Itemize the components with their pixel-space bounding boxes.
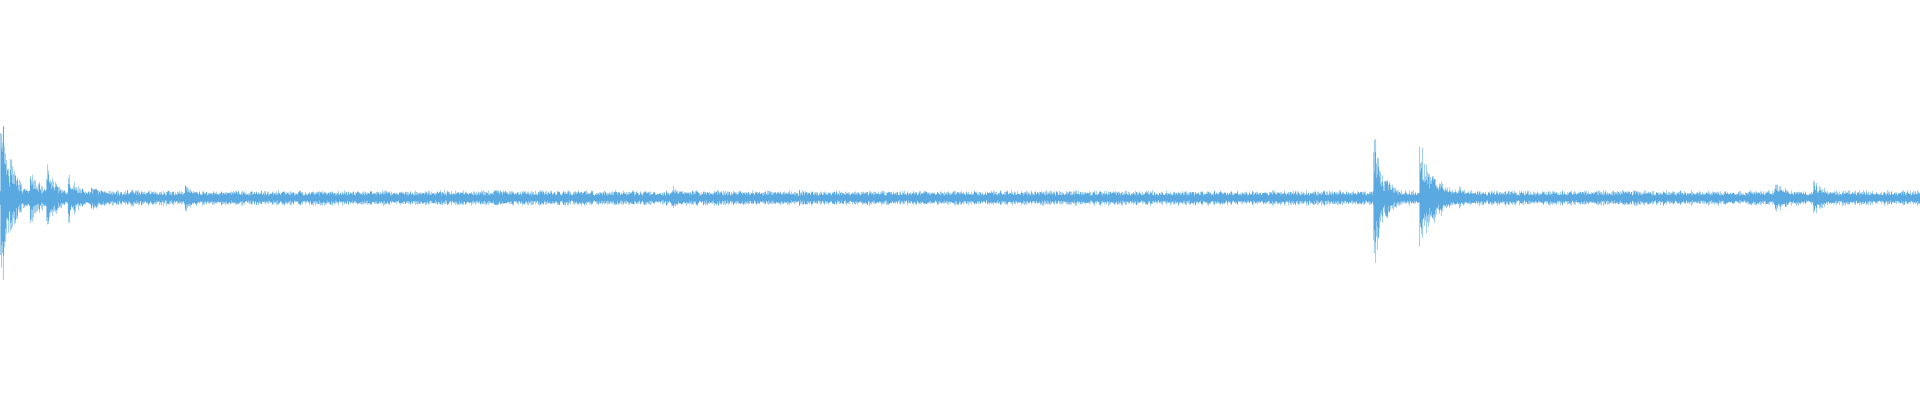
waveform-signal bbox=[0, 126, 1920, 280]
